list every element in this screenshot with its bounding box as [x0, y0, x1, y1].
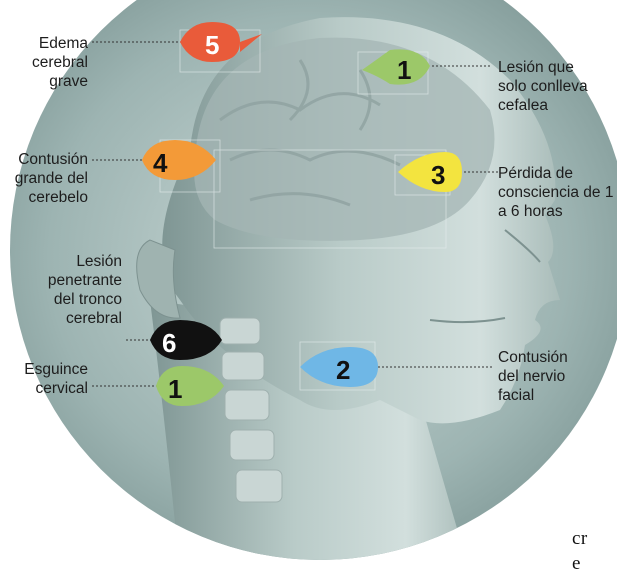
marker-3-number: 3 [431, 160, 445, 190]
marker-6-number: 6 [162, 328, 176, 358]
label-edema-cerebral: Edema cerebral grave [0, 34, 88, 91]
label-esguince-cervical: Esguince cervical [0, 360, 88, 398]
label-contusion-nervio-facial: Contusión del nervio facial [498, 348, 568, 405]
marker-2-number: 2 [336, 355, 350, 385]
label-perdida-consciencia: Pérdida de consciencia de 1 a 6 horas [498, 164, 613, 221]
text-fragment-2: e [572, 553, 581, 575]
label-lesion-cefalea: Lesión que solo conlleva cefalea [498, 58, 588, 115]
marker-1-top-number: 1 [397, 55, 411, 85]
marker-5-number: 5 [205, 30, 219, 60]
text-fragment-1: cr [572, 528, 588, 550]
marker-4-number: 4 [153, 148, 168, 178]
label-lesion-tronco: Lesión penetrante del tronco cerebral [0, 252, 122, 328]
marker-1-neck-number: 1 [168, 374, 182, 404]
label-contusion-cerebelo: Contusión grande del cerebelo [0, 150, 88, 207]
